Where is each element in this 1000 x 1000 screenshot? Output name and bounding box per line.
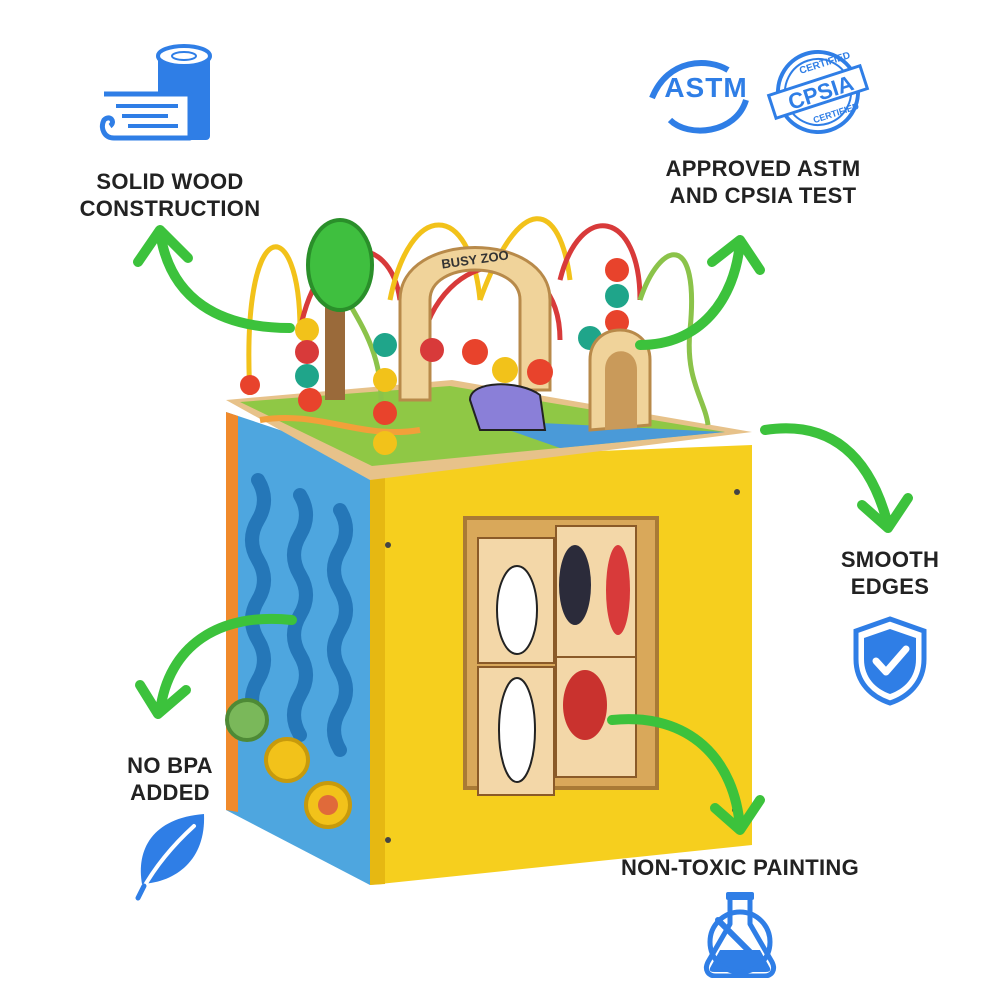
- astm-badge-text: ASTM: [664, 72, 748, 103]
- no-bpa-label: NO BPA ADDED: [90, 752, 250, 806]
- beads: [240, 258, 629, 455]
- wood-log-icon: [98, 42, 218, 150]
- approved-label: APPROVED ASTM AND CPSIA TEST: [628, 155, 898, 209]
- no-bpa-line2: ADDED: [130, 780, 210, 805]
- non-toxic-label: NON-TOXIC PAINTING: [590, 854, 890, 881]
- shield-check-icon: [850, 615, 930, 707]
- smooth-line2: EDGES: [850, 574, 930, 599]
- certification-badges-icon: [648, 50, 873, 140]
- flask-icon: [700, 890, 780, 978]
- approved-line2: AND CPSIA TEST: [669, 183, 857, 208]
- solid-wood-label: SOLID WOOD CONSTRUCTION: [50, 168, 290, 222]
- non-toxic-line1: NON-TOXIC PAINTING: [620, 855, 860, 880]
- smooth-edges-label: SMOOTH EDGES: [810, 546, 970, 600]
- no-bpa-line1: NO BPA: [127, 753, 213, 778]
- solid-wood-line1: SOLID WOOD: [96, 169, 244, 194]
- leaf-icon: [132, 810, 210, 902]
- approved-line1: APPROVED ASTM: [665, 156, 861, 181]
- smooth-line1: SMOOTH: [840, 547, 940, 572]
- solid-wood-line2: CONSTRUCTION: [79, 196, 261, 221]
